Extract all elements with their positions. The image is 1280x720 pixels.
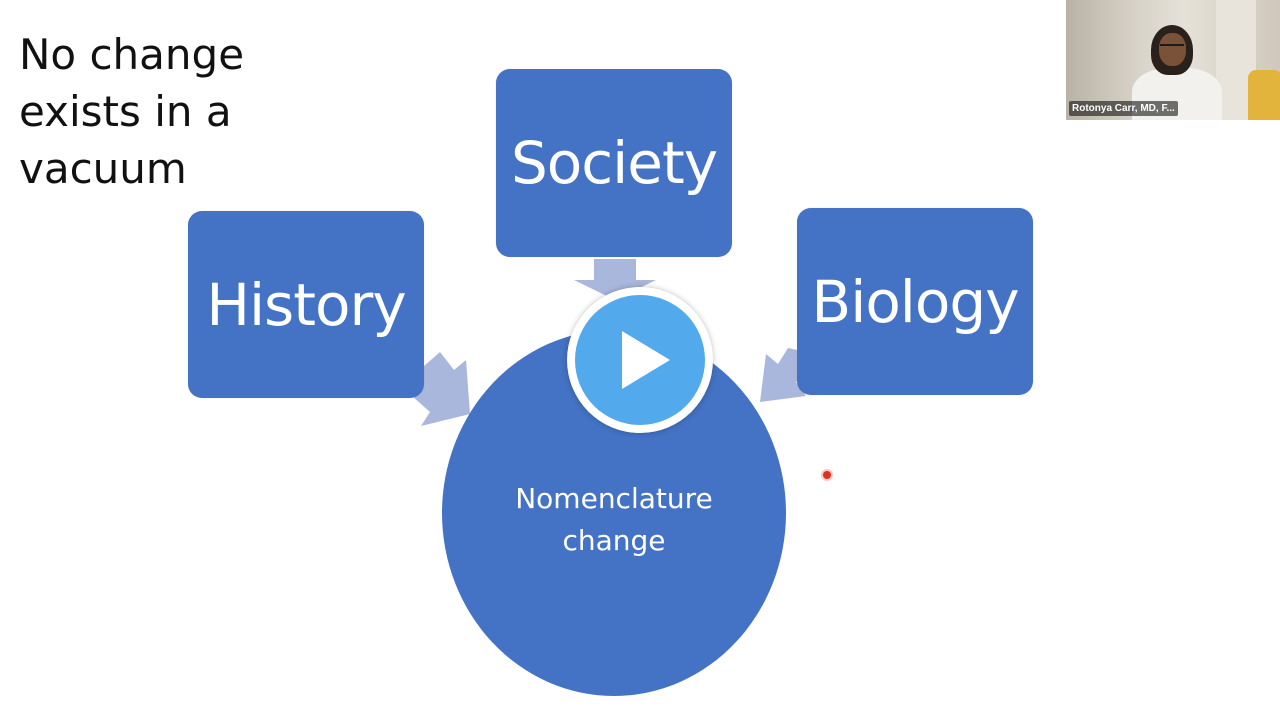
play-icon[interactable] (567, 287, 713, 433)
participant-name-label: Rotonya Carr, MD, F... (1069, 101, 1178, 116)
slide-title-line-2: exists in a (19, 87, 232, 136)
society-label: Society (510, 129, 718, 197)
history-label: History (206, 270, 406, 339)
participant-glasses (1160, 44, 1184, 51)
biology-box: Biology (797, 208, 1033, 395)
laser-pointer-dot (823, 471, 831, 479)
history-box: History (188, 211, 424, 398)
slide-title-line-3: vacuum (19, 144, 187, 193)
circle-label: Nomenclature change (484, 478, 744, 562)
play-button[interactable] (567, 287, 713, 433)
slide-title-line-1: No change (19, 30, 245, 79)
slide-title: No change exists in a vacuum (19, 26, 319, 197)
participant-video-tile[interactable]: Rotonya Carr, MD, F... (1066, 0, 1280, 120)
society-box: Society (496, 69, 732, 257)
video-background-chair (1248, 70, 1280, 120)
circle-label-line-2: change (562, 524, 666, 557)
participant-face (1159, 33, 1186, 66)
biology-label: Biology (811, 267, 1019, 336)
circle-label-line-1: Nomenclature (515, 482, 713, 515)
